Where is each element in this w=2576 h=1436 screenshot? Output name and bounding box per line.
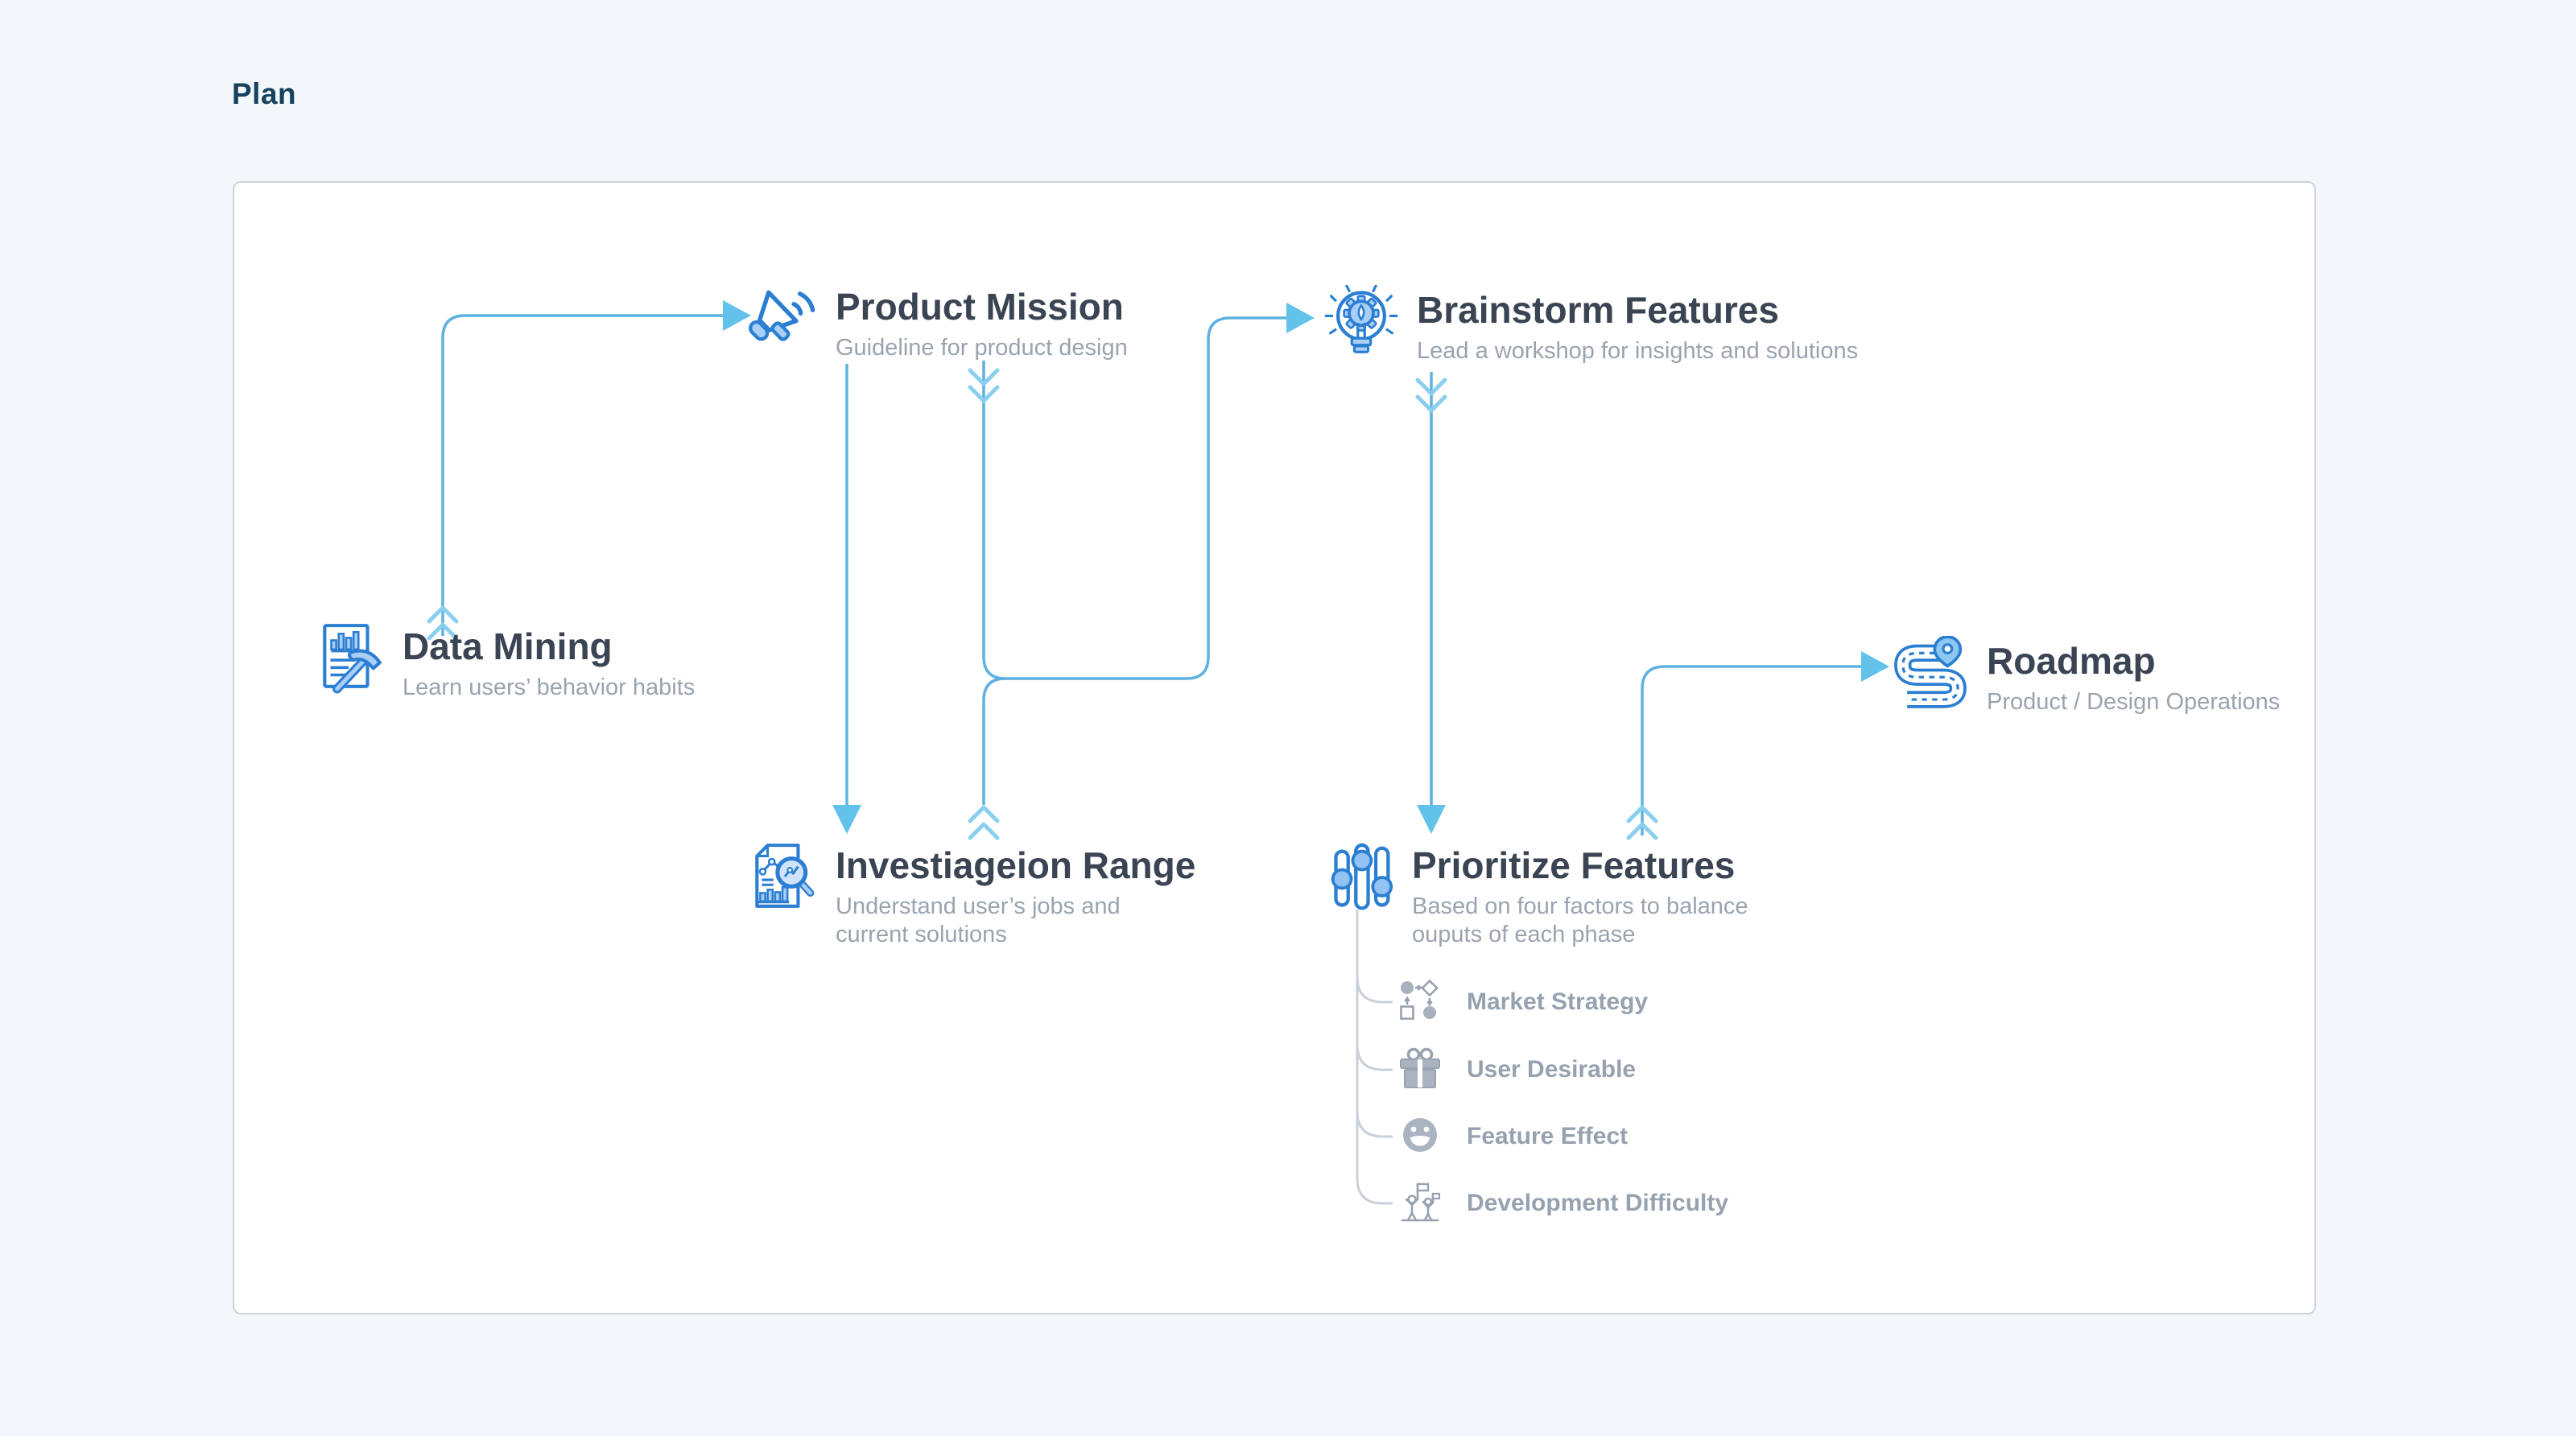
node-data-mining[interactable]: Data Mining Learn users’ behavior habits <box>312 624 696 702</box>
node-title: Brainstorm Features <box>1417 289 1779 331</box>
document-magnifier-icon <box>745 840 818 917</box>
team-flag-icon <box>1397 1179 1443 1228</box>
node-title: Roadmap <box>1987 640 2156 682</box>
node-title: Prioritize Features <box>1412 844 1736 886</box>
node-subtitle: Learn users’ behavior habits <box>402 674 696 700</box>
factor-feature-effect[interactable]: Feature Effect <box>1397 1114 1628 1159</box>
node-subtitle: Product / Design Operations <box>1987 688 2281 715</box>
node-title: Investiageion Range <box>836 844 1196 886</box>
page-title: Plan <box>232 77 297 110</box>
node-subtitle: Guideline for product design <box>836 334 1128 361</box>
winding-road-pin-icon <box>1893 635 1969 716</box>
gift-icon <box>1397 1046 1443 1095</box>
node-investigation-range[interactable]: Investiageion Range Understand user’s jo… <box>745 844 1196 950</box>
factor-label: Development Difficulty <box>1467 1190 1729 1216</box>
flowchart-icon <box>1397 978 1443 1027</box>
node-prioritize-features[interactable]: Prioritize Features Based on four factor… <box>1327 843 1786 950</box>
node-product-mission[interactable]: Product Mission Guideline for product de… <box>742 286 1128 362</box>
lightbulb-gear-icon <box>1323 284 1399 365</box>
megaphone-icon <box>742 282 818 361</box>
node-subtitle: Lead a workshop for insights and solutio… <box>1417 337 1859 364</box>
factor-market-strategy[interactable]: Market Strategy <box>1397 978 1649 1027</box>
node-title: Product Mission <box>836 286 1124 328</box>
factor-label: Feature Effect <box>1467 1123 1629 1149</box>
node-roadmap[interactable]: Roadmap Product / Design Operations <box>1893 635 2281 716</box>
factor-development-difficulty[interactable]: Development Difficulty <box>1397 1181 1728 1226</box>
factor-user-desirable[interactable]: User Desirable <box>1397 1047 1636 1092</box>
document-pickaxe-icon <box>312 621 385 698</box>
smiley-icon <box>1397 1112 1443 1162</box>
sliders-icon <box>1327 840 1394 920</box>
node-title: Data Mining <box>402 625 613 667</box>
node-subtitle: Understand user’s jobs and current solut… <box>836 893 1121 948</box>
node-brainstorm-features[interactable]: Brainstorm Features Lead a workshop for … <box>1323 284 1859 365</box>
factor-label: User Desirable <box>1467 1056 1637 1083</box>
factor-label: Market Strategy <box>1467 988 1649 1015</box>
flowchart-panel <box>233 181 2316 1314</box>
node-subtitle: Based on four factors to balance ouputs … <box>1412 893 1748 948</box>
